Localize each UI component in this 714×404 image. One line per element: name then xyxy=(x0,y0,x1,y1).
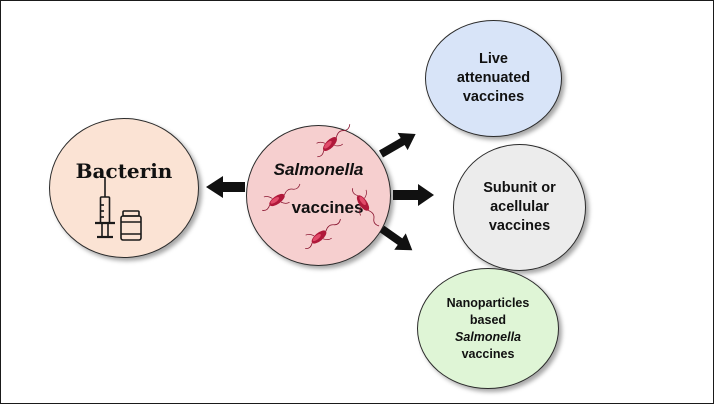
live-line2: attenuated xyxy=(456,70,531,86)
nano-line3: Salmonella xyxy=(455,329,521,344)
subunit-line3: vaccines xyxy=(488,218,551,234)
arrow-down-right-icon xyxy=(379,225,413,251)
nano-line1: Nanoparticles xyxy=(446,295,530,310)
center-label-line1: Salmonella xyxy=(273,159,364,179)
arrow-left-icon xyxy=(206,176,245,198)
live-line1: Live xyxy=(478,51,508,67)
subunit-line2: acellular xyxy=(490,199,549,215)
syringe-icon xyxy=(95,177,115,239)
center-label-line2: vaccines xyxy=(291,197,364,217)
bacterin-title: Bacterin xyxy=(75,159,173,183)
subunit-line1: Subunit or xyxy=(483,180,556,196)
vial-icon xyxy=(120,210,142,241)
bacterium-icon xyxy=(256,116,388,256)
nano-line4: vaccines xyxy=(461,346,515,361)
subunit-node: Subunit or acellular vaccines xyxy=(453,144,586,271)
nanoparticles-node: Nanoparticles based Salmonella vaccines xyxy=(417,268,559,389)
salmonella-vaccines-node: Salmonella vaccines xyxy=(246,125,391,266)
arrow-right-icon xyxy=(393,184,434,206)
arrow-up-right-icon xyxy=(379,132,416,158)
live-attenuated-node: Live attenuated vaccines xyxy=(425,20,562,137)
live-line3: vaccines xyxy=(462,89,525,105)
nano-line2: based xyxy=(469,312,507,327)
